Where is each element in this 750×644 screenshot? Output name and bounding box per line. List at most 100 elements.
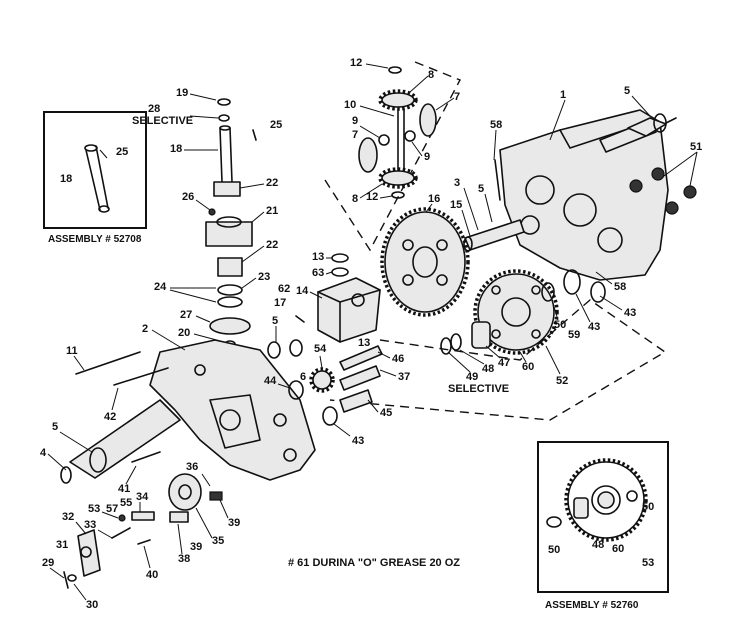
spacers-right bbox=[440, 269, 606, 355]
callout-47: 47 bbox=[498, 357, 510, 369]
callout-6: 6 bbox=[300, 371, 306, 383]
callout-58b: 58 bbox=[614, 281, 626, 293]
callout-20: 20 bbox=[178, 327, 190, 339]
callout-12b: 12 bbox=[366, 191, 378, 203]
callout-2: 2 bbox=[142, 323, 148, 335]
inset-assembly-52760: 50 48 50 60 53 ASSEMBLY # 52760 bbox=[537, 441, 669, 611]
callout-5b: 5 bbox=[478, 183, 484, 195]
callout-43a: 43 bbox=[624, 307, 636, 319]
callout-12a: 12 bbox=[350, 57, 362, 69]
selective-upper: SELECTIVE bbox=[132, 115, 193, 127]
callout-48: 48 bbox=[482, 363, 494, 375]
callout-48b: 50 bbox=[548, 544, 560, 556]
lug-nuts bbox=[629, 151, 698, 215]
callout-22a: 22 bbox=[266, 177, 278, 189]
callout-5a: 5 bbox=[624, 85, 630, 97]
callout-9a: 9 bbox=[352, 115, 358, 127]
shaft-15 bbox=[463, 219, 525, 252]
inset-assembly-52708: 18 25 ASSEMBLY # 52708 bbox=[43, 111, 147, 245]
inset-shaft bbox=[84, 144, 110, 213]
callout-9b: 9 bbox=[424, 151, 430, 163]
inset-gear bbox=[546, 458, 648, 542]
callout-62: 62 bbox=[278, 283, 290, 295]
callout-40: 40 bbox=[146, 569, 158, 581]
callout-26: 26 bbox=[182, 191, 194, 203]
callout-labels: 1 2 3 4 5 5 5 5 6 7 7 8 8 9 9 10 11 12 1… bbox=[40, 57, 702, 611]
callout-23: 23 bbox=[258, 271, 270, 283]
gear-60 bbox=[473, 269, 559, 355]
callout-28: 28 bbox=[148, 103, 160, 115]
grease-note: # 61 DURINA "O" GREASE 20 OZ bbox=[288, 557, 460, 569]
callout-46: 46 bbox=[392, 353, 404, 365]
callout-4: 4 bbox=[40, 447, 47, 459]
callout-3: 3 bbox=[454, 177, 460, 189]
callout-44: 44 bbox=[264, 375, 277, 387]
callout-39a: 39 bbox=[228, 517, 240, 529]
callout-19: 19 bbox=[176, 87, 188, 99]
callout-13a: 13 bbox=[312, 251, 324, 263]
callout-39b: 39 bbox=[190, 541, 202, 553]
right-axle bbox=[627, 113, 677, 137]
callout-63: 63 bbox=[312, 267, 324, 279]
callout-17: 17 bbox=[274, 297, 286, 309]
callout-42: 42 bbox=[104, 411, 116, 423]
callout-7b: 7 bbox=[352, 129, 358, 141]
callout-10: 10 bbox=[344, 99, 356, 111]
left-housing bbox=[149, 339, 316, 481]
callout-59: 59 bbox=[568, 329, 580, 341]
callout-57: 57 bbox=[106, 503, 118, 515]
callout-60b: 60 bbox=[612, 543, 624, 555]
callout-13b: 13 bbox=[358, 337, 370, 349]
callout-50: 50 bbox=[554, 319, 566, 331]
inset-52760-caption: ASSEMBLY # 52760 bbox=[545, 600, 639, 611]
inset-52708-caption: ASSEMBLY # 52708 bbox=[48, 234, 142, 245]
callout-43b: 43 bbox=[588, 321, 600, 333]
callout-8a: 8 bbox=[428, 69, 434, 81]
callout-35: 35 bbox=[212, 535, 224, 547]
callout-36: 36 bbox=[186, 461, 198, 473]
callout-18: 18 bbox=[60, 173, 72, 185]
callout-1: 1 bbox=[560, 89, 566, 101]
callout-11: 11 bbox=[66, 345, 78, 357]
callout-47b: 48 bbox=[592, 539, 604, 551]
callout-53: 53 bbox=[88, 503, 100, 515]
callout-49: 49 bbox=[466, 371, 478, 383]
callout-58a: 58 bbox=[490, 119, 502, 131]
callout-38: 38 bbox=[178, 553, 190, 565]
callout-15: 15 bbox=[450, 199, 462, 211]
left-axle bbox=[60, 399, 181, 484]
upper-shaft-stack bbox=[205, 98, 257, 348]
callout-41: 41 bbox=[118, 483, 130, 495]
callout-25: 25 bbox=[270, 119, 282, 131]
callout-21: 21 bbox=[266, 205, 278, 217]
callout-37: 37 bbox=[398, 371, 410, 383]
callout-51: 51 bbox=[690, 141, 702, 153]
callout-24: 24 bbox=[154, 281, 167, 293]
callout-14: 14 bbox=[296, 285, 309, 297]
bevel-gear-cluster bbox=[358, 66, 437, 199]
callout-16: 16 bbox=[428, 193, 440, 205]
brake-assembly bbox=[63, 473, 223, 589]
callout-27: 27 bbox=[180, 309, 192, 321]
center-block bbox=[295, 253, 381, 343]
callout-29: 29 bbox=[42, 557, 54, 569]
bolts bbox=[75, 351, 169, 463]
callout-7a: 7 bbox=[454, 91, 460, 103]
callout-52: 52 bbox=[556, 375, 568, 387]
callout-5c: 5 bbox=[272, 315, 278, 327]
callout-32: 32 bbox=[62, 511, 74, 523]
callout-43c: 43 bbox=[352, 435, 364, 447]
callout-54: 54 bbox=[314, 343, 327, 355]
callout-33: 33 bbox=[84, 519, 96, 531]
callout-31: 31 bbox=[56, 539, 68, 551]
callout-30: 30 bbox=[86, 599, 98, 611]
right-housing bbox=[494, 109, 669, 281]
callout-34: 34 bbox=[136, 491, 149, 503]
selective-lower: SELECTIVE bbox=[448, 383, 509, 395]
callout-50b: 50 bbox=[642, 501, 654, 513]
ring-gear-16 bbox=[380, 207, 470, 317]
callout-45: 45 bbox=[380, 407, 392, 419]
callout-55: 55 bbox=[120, 497, 132, 509]
callout-18: 18 bbox=[170, 143, 182, 155]
